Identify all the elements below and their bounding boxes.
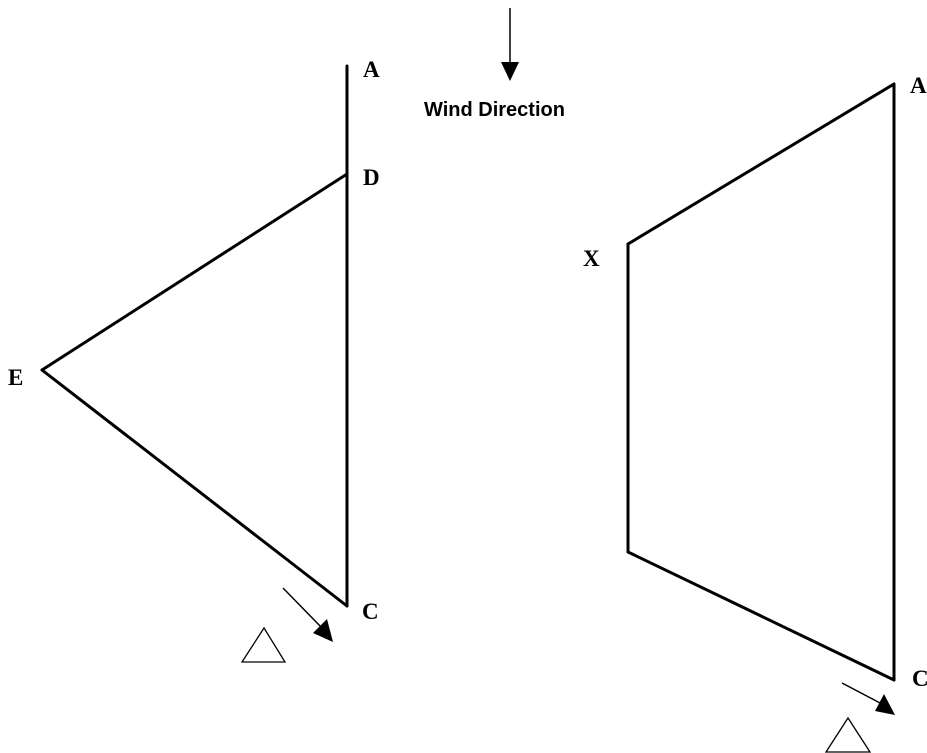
wind-arrow-head <box>501 62 519 81</box>
right-figure: A X C <box>583 73 927 753</box>
left-delta-triangle-icon <box>240 626 287 663</box>
left-edge-e-c <box>40 368 349 608</box>
wind-direction-indicator: Wind Direction <box>424 8 565 121</box>
wind-direction-label: Wind Direction <box>424 99 565 121</box>
right-edge-a-x <box>626 82 896 246</box>
left-point-label-a: A <box>363 57 380 82</box>
left-point-label-e: E <box>8 365 23 390</box>
right-movement-arrow-head <box>875 694 895 715</box>
right-delta-triangle-icon <box>824 716 872 753</box>
right-point-label-a: A <box>910 73 927 98</box>
right-edge-lower-c <box>626 550 896 682</box>
right-movement-arrow-shaft <box>841 682 883 705</box>
left-figure: A D E C <box>8 57 380 663</box>
right-point-label-c: C <box>912 666 927 691</box>
left-point-label-c: C <box>362 599 379 624</box>
left-point-label-d: D <box>363 165 380 190</box>
left-edge-d-e <box>40 172 349 372</box>
left-movement-arrow-shaft <box>282 587 323 629</box>
right-point-label-x: X <box>583 246 600 271</box>
left-movement-arrow-head <box>313 619 333 642</box>
